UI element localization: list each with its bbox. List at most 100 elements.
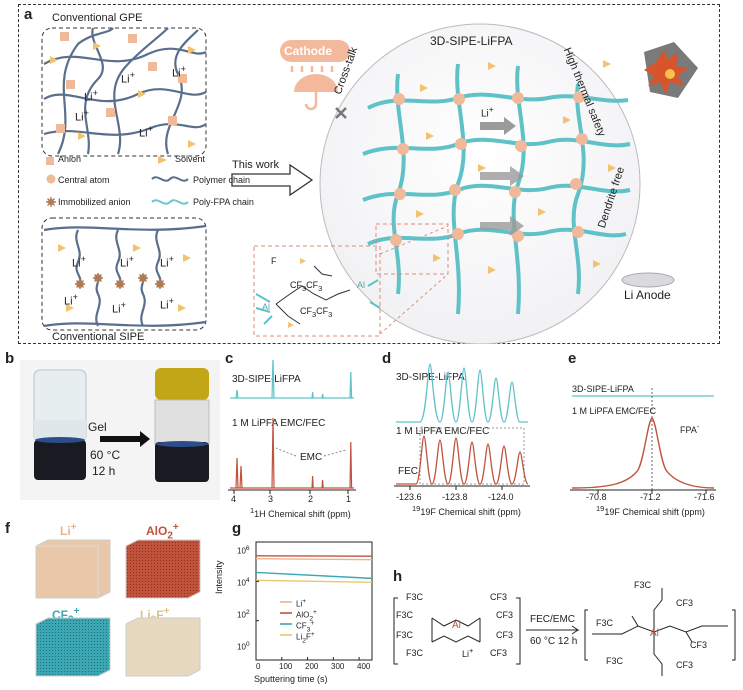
f-map-li-label: Li+ xyxy=(60,522,77,538)
e-top-label: 3D-SIPE-LiFPA xyxy=(572,384,634,394)
sipe-polymer-chains xyxy=(43,224,207,328)
panel-d-spectrum xyxy=(394,363,530,490)
g-ytick-2: 102 xyxy=(237,609,250,620)
h-cf3-4: CF3 xyxy=(490,648,508,658)
d-xlabel: 1919F Chemical shift (ppm) xyxy=(412,504,521,517)
sipe-li-3: Li+ xyxy=(160,254,174,270)
sipe-li-4: Li+ xyxy=(64,292,78,308)
panel-g-label: g xyxy=(232,520,242,537)
c-xtick-1: 1 xyxy=(346,494,352,504)
e-xtick-2: -71.2 xyxy=(640,492,661,502)
li-ion-flow-arrows xyxy=(480,117,524,236)
gpe-li-2: Li+ xyxy=(172,64,186,80)
panel-a-label: a xyxy=(24,6,33,23)
h-condition: 60 °C 12 h xyxy=(530,636,578,647)
sipe-li-1: Li+ xyxy=(72,254,86,270)
panel-c-spectrum xyxy=(228,360,356,494)
h-li-monomer: Li+ xyxy=(462,646,474,659)
panel-d-label: d xyxy=(382,350,392,367)
conventional-gpe-title: Conventional GPE xyxy=(52,12,143,24)
g-xtick-200: 200 xyxy=(305,662,319,671)
polymer-bonds xyxy=(592,588,728,676)
this-work-arrow xyxy=(231,163,314,197)
e-fpa-label: FPA- xyxy=(680,422,700,435)
g-xlabel: Sputtering time (s) xyxy=(254,674,328,684)
e-bottom-label: 1 M LiPFA EMC/FEC xyxy=(572,406,657,416)
this-work-label: This work xyxy=(232,159,280,171)
gpe-polymer-chains xyxy=(43,27,207,155)
g-ytick-4: 104 xyxy=(237,577,250,588)
panel-e-spectrum xyxy=(570,388,716,494)
monomer-bonds xyxy=(431,617,481,643)
h-f3c-p1: F3C xyxy=(634,580,652,590)
c-xtick-4: 4 xyxy=(231,494,237,504)
h-cf3-2: CF3 xyxy=(496,610,514,620)
panel-b-label: b xyxy=(5,350,15,367)
h-f3c-4: F3C xyxy=(406,648,424,658)
inset-cf3-2: CF3CF3 xyxy=(300,306,333,319)
g-ytick-0: 100 xyxy=(237,641,250,652)
panel-f-label: f xyxy=(5,520,10,537)
c-bottom-label: 1 M LiPFA EMC/FEC xyxy=(232,418,326,429)
d-bottom-label: 1 M LiPFA EMC/FEC xyxy=(396,426,490,437)
gel-text: Gel xyxy=(88,420,107,434)
g-legend-alo2: AlO2+ xyxy=(296,609,317,623)
zoom-box xyxy=(375,223,449,275)
h-al-monomer: Al xyxy=(452,620,461,631)
panel-e-label: e xyxy=(568,350,577,367)
cross-talk-mark xyxy=(335,107,347,119)
panel-f-tof-maps xyxy=(35,539,201,677)
central-atoms xyxy=(390,91,588,246)
c-xtick-3: 3 xyxy=(268,494,274,504)
network-solvents xyxy=(416,60,616,274)
legend-solvent: Solvent xyxy=(175,154,206,164)
inset-f: F xyxy=(271,256,277,266)
inset-bonds xyxy=(275,265,351,325)
c-xtick-2: 2 xyxy=(308,494,314,504)
g-ytick-6: 106 xyxy=(237,545,250,556)
d-xtick-1: -123.6 xyxy=(396,492,422,502)
sipe-immobilized-anions xyxy=(75,273,165,289)
h-f3c-3: F3C xyxy=(396,630,414,640)
cathode-pill xyxy=(280,40,350,62)
panel-c-label: c xyxy=(225,350,234,367)
f-map-alo2-label: AlO2+ xyxy=(146,522,179,542)
sipe-li-6: Li+ xyxy=(160,296,174,312)
inset-cf3-1: CF3CF3 xyxy=(290,280,323,293)
panel-a-figure xyxy=(41,23,698,344)
g-legend-li2f: Li2F+ xyxy=(296,631,315,645)
h-cf3-3: CF3 xyxy=(496,630,514,640)
gel-temp: 60 °C xyxy=(90,448,121,462)
g-legend-cf3: CF3+ xyxy=(296,620,315,634)
e-xtick-1: -70.8 xyxy=(586,492,607,502)
sipe-li-5: Li+ xyxy=(112,300,126,316)
gpe-li-5: Li+ xyxy=(139,124,153,140)
gpe-li-4: Li+ xyxy=(75,108,89,124)
li2f-map-cube xyxy=(125,617,201,677)
gel-arrow xyxy=(100,431,150,447)
h-f3c-1: F3C xyxy=(406,592,424,602)
gpe-solvents xyxy=(50,42,196,148)
c-xlabel: 11H Chemical shift (ppm) xyxy=(250,506,351,519)
e-xlabel: 1919F Chemical shift (ppm) xyxy=(596,504,705,517)
d-top-label: 3D-SIPE-LiFPA xyxy=(396,372,465,383)
g-xtick-300: 300 xyxy=(331,662,345,671)
h-cf3-1: CF3 xyxy=(490,592,508,602)
explosion-icon xyxy=(644,42,698,98)
gpe-anions xyxy=(56,32,187,133)
g-series-line-3 xyxy=(255,579,373,584)
inset-chains xyxy=(255,279,381,325)
g-xtick-100: 100 xyxy=(279,662,293,671)
g-legend-li: Li+ xyxy=(296,598,307,609)
h-cf3-p2: CF3 xyxy=(690,640,708,650)
h-f3c-p2: F3C xyxy=(596,618,614,628)
3d-sipe-title: 3D-SIPE-LiFPA xyxy=(430,34,513,48)
inset-al-2: Al xyxy=(357,280,366,290)
d-fec-label: FEC xyxy=(398,466,418,477)
gel-time: 12 h xyxy=(92,464,116,478)
c-emc-label: EMC xyxy=(300,452,323,463)
panel-b-photo xyxy=(20,360,220,500)
g-ylabel: Intensity xyxy=(214,560,224,594)
panel-h-scheme xyxy=(393,588,736,676)
g-series-line-0 xyxy=(255,558,373,561)
